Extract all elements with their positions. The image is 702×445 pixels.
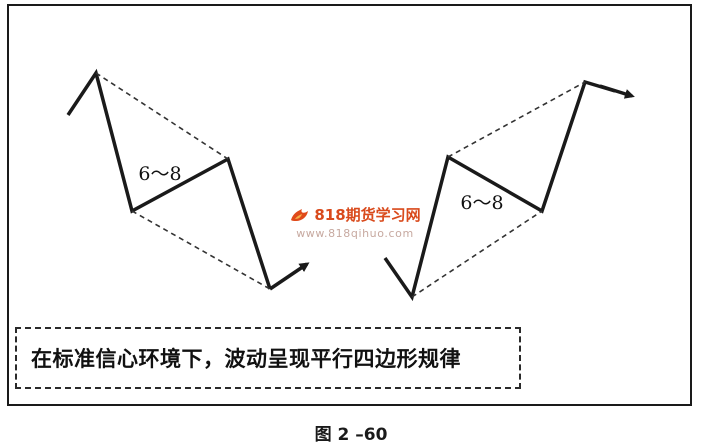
right-arrow-segment: [599, 84, 635, 99]
left-wave-count-label: 6～8: [138, 163, 181, 185]
right-lower-dashed-channel: [411, 210, 543, 298]
flame-logo-icon: [291, 208, 309, 221]
right-upper-dashed-channel: [447, 81, 586, 158]
figure-number-label: 图 2 –60: [314, 425, 388, 445]
right-pattern: 6～8: [383, 79, 635, 302]
left-arrow-segment: [269, 262, 310, 291]
right-wave-count-label: 6～8: [460, 192, 503, 214]
watermark-url-text: www.818qihuo.com: [296, 227, 414, 240]
caption-text: 在标准信心环境下，波动呈现平行四边形规律: [31, 347, 461, 371]
watermark-brand-text: 818期货学习网: [314, 206, 421, 224]
figure-frame: [7, 4, 692, 406]
right-zigzag-line: [383, 79, 616, 302]
caption-box: 在标准信心环境下，波动呈现平行四边形规律: [15, 327, 521, 389]
left-pattern: 6～8: [66, 68, 310, 291]
watermark: 818期货学习网 www.818qihuo.com: [285, 204, 425, 240]
